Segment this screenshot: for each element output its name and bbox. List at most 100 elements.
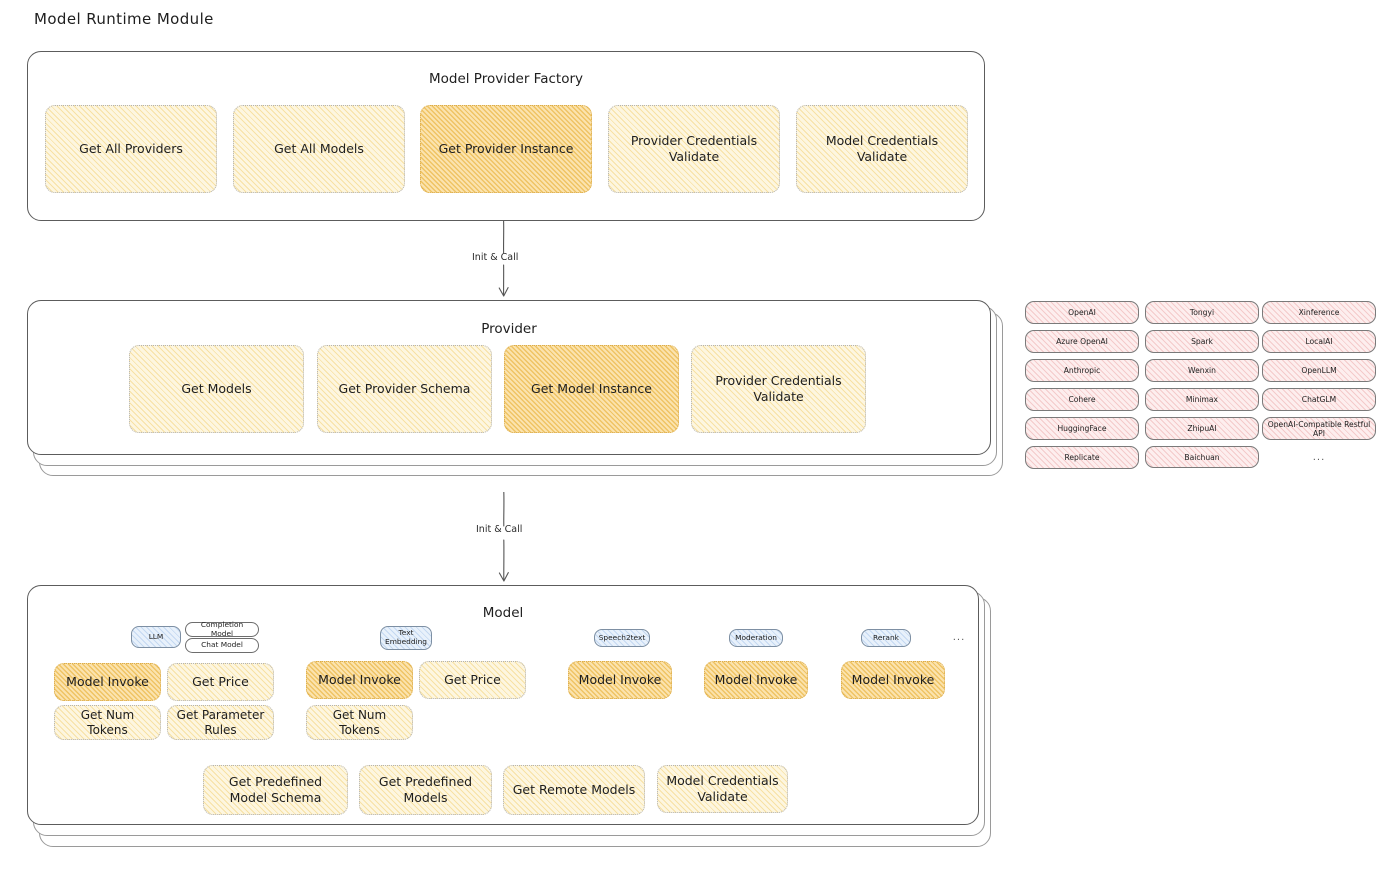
provider-method-label: Provider Credentials Validate [715,373,842,404]
model-sub-badge-label: Completion Model [200,619,244,638]
provider-method-get-provider-schema[interactable]: Get Provider Schema [317,345,492,433]
provider-title: Provider [481,321,537,337]
model-common-method-get-remote-models[interactable]: Get Remote Models [503,765,645,815]
llm-method-label: Get Num Tokens [80,707,135,737]
model-sub-badge-completion-model[interactable]: Completion Model [185,619,259,638]
arrow-down-icon [498,491,509,582]
provider-chip-xinference[interactable]: Xinference [1262,301,1376,324]
model-type-badge-label: Moderation [735,632,777,642]
provider-chip-chatglm[interactable]: ChatGLM [1262,388,1376,411]
provider-method-label: Get Models [181,381,252,397]
model-common-method-label: Get Remote Models [512,782,636,798]
connector-label-init-and-call-2: Init & Call [476,524,523,535]
provider-chip-label: OpenAI [1068,308,1096,317]
factory-title: Model Provider Factory [428,71,583,87]
text-embedding-method-model-invoke[interactable]: Model Invoke [306,661,413,699]
llm-method-get-num-tokens[interactable]: Get Num Tokens [54,705,161,740]
text-embedding-method-label: Get Price [444,672,501,688]
model-type-badge-moderation[interactable]: Moderation [729,629,783,647]
provider-chip-zhipuai[interactable]: ZhipuAI [1145,417,1259,440]
factory-method-get-provider-instance[interactable]: Get Provider Instance [420,105,592,193]
model-type-badge-rerank[interactable]: Rerank [861,629,911,647]
llm-method-label: Get Price [192,674,249,690]
model-common-method-get-predefined-model-schema[interactable]: Get Predefined Model Schema [203,765,348,815]
model-title: Model [482,605,524,621]
provider-chip-label: Wenxin [1188,366,1216,375]
provider-method-get-models[interactable]: Get Models [129,345,304,433]
text-embedding-method-get-price[interactable]: Get Price [419,661,526,699]
connector-provider-to-model [487,491,523,586]
factory-method-label: Get All Models [274,141,364,157]
provider-chip-openai-compatible-restful-api[interactable]: OpenAI-Compatible Restful API [1262,417,1376,440]
model-type-badge-label: Text Embedding [385,628,427,646]
provider-chip-label: ZhipuAI [1187,424,1217,433]
provider-chip-label: LocalAI [1305,337,1333,346]
model-common-method-get-predefined-models[interactable]: Get Predefined Models [359,765,492,815]
llm-method-get-parameter-rules[interactable]: Get Parameter Rules [167,705,274,740]
connector-factory-to-provider [486,220,522,301]
model-type-badge-label: LLM [148,631,164,641]
model-common-method-label: Get Predefined Models [378,774,473,805]
provider-chip-label: OpenLLM [1301,366,1337,375]
model-types-more: ... [952,632,966,643]
connector-label-init-and-call-1: Init & Call [472,252,519,263]
text-embedding-method-get-num-tokens[interactable]: Get Num Tokens [306,705,413,740]
provider-method-get-model-instance[interactable]: Get Model Instance [504,345,679,433]
model-type-badge-speech2text[interactable]: Speech2text [594,629,650,647]
factory-method-provider-credentials-validate[interactable]: Provider Credentials Validate [608,105,780,193]
provider-chip-tongyi[interactable]: Tongyi [1145,301,1259,324]
provider-chip-label: OpenAI-Compatible Restful API [1267,419,1371,438]
factory-method-label: Provider Credentials Validate [630,133,758,164]
provider-chip-label: HuggingFace [1057,424,1107,433]
provider-chip-label: Replicate [1064,453,1100,462]
page-title: Model Runtime Module [34,10,214,28]
llm-method-get-price[interactable]: Get Price [167,663,274,701]
factory-method-get-all-providers[interactable]: Get All Providers [45,105,217,193]
model-sub-badge-label: Chat Model [201,640,243,650]
provider-method-provider-credentials-validate[interactable]: Provider Credentials Validate [691,345,866,433]
llm-method-label: Get Parameter Rules [176,707,265,737]
llm-method-model-invoke[interactable]: Model Invoke [54,663,161,701]
speech2text-method-model-invoke[interactable]: Model Invoke [568,661,672,699]
model-sub-badge-chat-model[interactable]: Chat Model [185,638,259,653]
provider-chip-openai[interactable]: OpenAI [1025,301,1139,324]
provider-method-label: Get Model Instance [531,381,652,397]
provider-chip-localai[interactable]: LocalAI [1262,330,1376,353]
factory-method-model-credentials-validate[interactable]: Model Credentials Validate [796,105,968,193]
provider-chip-label: Xinference [1298,308,1340,317]
model-common-method-model-credentials-validate[interactable]: Model Credentials Validate [657,765,788,813]
model-common-method-label: Get Predefined Model Schema [228,774,323,805]
provider-chip-azure-openai[interactable]: Azure OpenAI [1025,330,1139,353]
provider-chip-label: Anthropic [1063,366,1101,375]
provider-chip-wenxin[interactable]: Wenxin [1145,359,1259,382]
model-common-method-label: Model Credentials Validate [666,773,779,804]
arrow-down-icon [498,220,509,297]
moderation-method-label: Model Invoke [714,672,798,688]
factory-method-get-all-models[interactable]: Get All Models [233,105,405,193]
provider-chip-label: Tongyi [1189,308,1215,317]
provider-chip-baichuan[interactable]: Baichuan [1145,446,1259,468]
provider-chip-huggingface[interactable]: HuggingFace [1025,417,1139,440]
provider-chip-spark[interactable]: Spark [1145,330,1259,353]
provider-chip-openllm[interactable]: OpenLLM [1262,359,1376,382]
provider-method-label: Get Provider Schema [338,381,471,397]
provider-chip-replicate[interactable]: Replicate [1025,446,1139,469]
model-type-badge-label: Rerank [873,632,899,642]
provider-chip-label: Baichuan [1184,452,1220,462]
model-type-badge-label: Speech2text [598,632,646,642]
llm-method-label: Model Invoke [66,674,149,690]
provider-chip-label: Minimax [1185,395,1219,404]
provider-chip-anthropic[interactable]: Anthropic [1025,359,1139,382]
provider-chip-label: Cohere [1068,395,1096,404]
moderation-method-model-invoke[interactable]: Model Invoke [704,661,808,699]
factory-method-label: Get All Providers [79,141,183,157]
rerank-method-label: Model Invoke [851,672,935,688]
rerank-method-model-invoke[interactable]: Model Invoke [841,661,945,699]
factory-method-label: Get Provider Instance [438,141,574,157]
provider-chip-minimax[interactable]: Minimax [1145,388,1259,411]
provider-list-more: ... [1312,452,1326,463]
model-type-badge-text-embedding[interactable]: Text Embedding [380,626,432,650]
model-type-badge-llm[interactable]: LLM [131,626,181,648]
provider-chip-cohere[interactable]: Cohere [1025,388,1139,411]
